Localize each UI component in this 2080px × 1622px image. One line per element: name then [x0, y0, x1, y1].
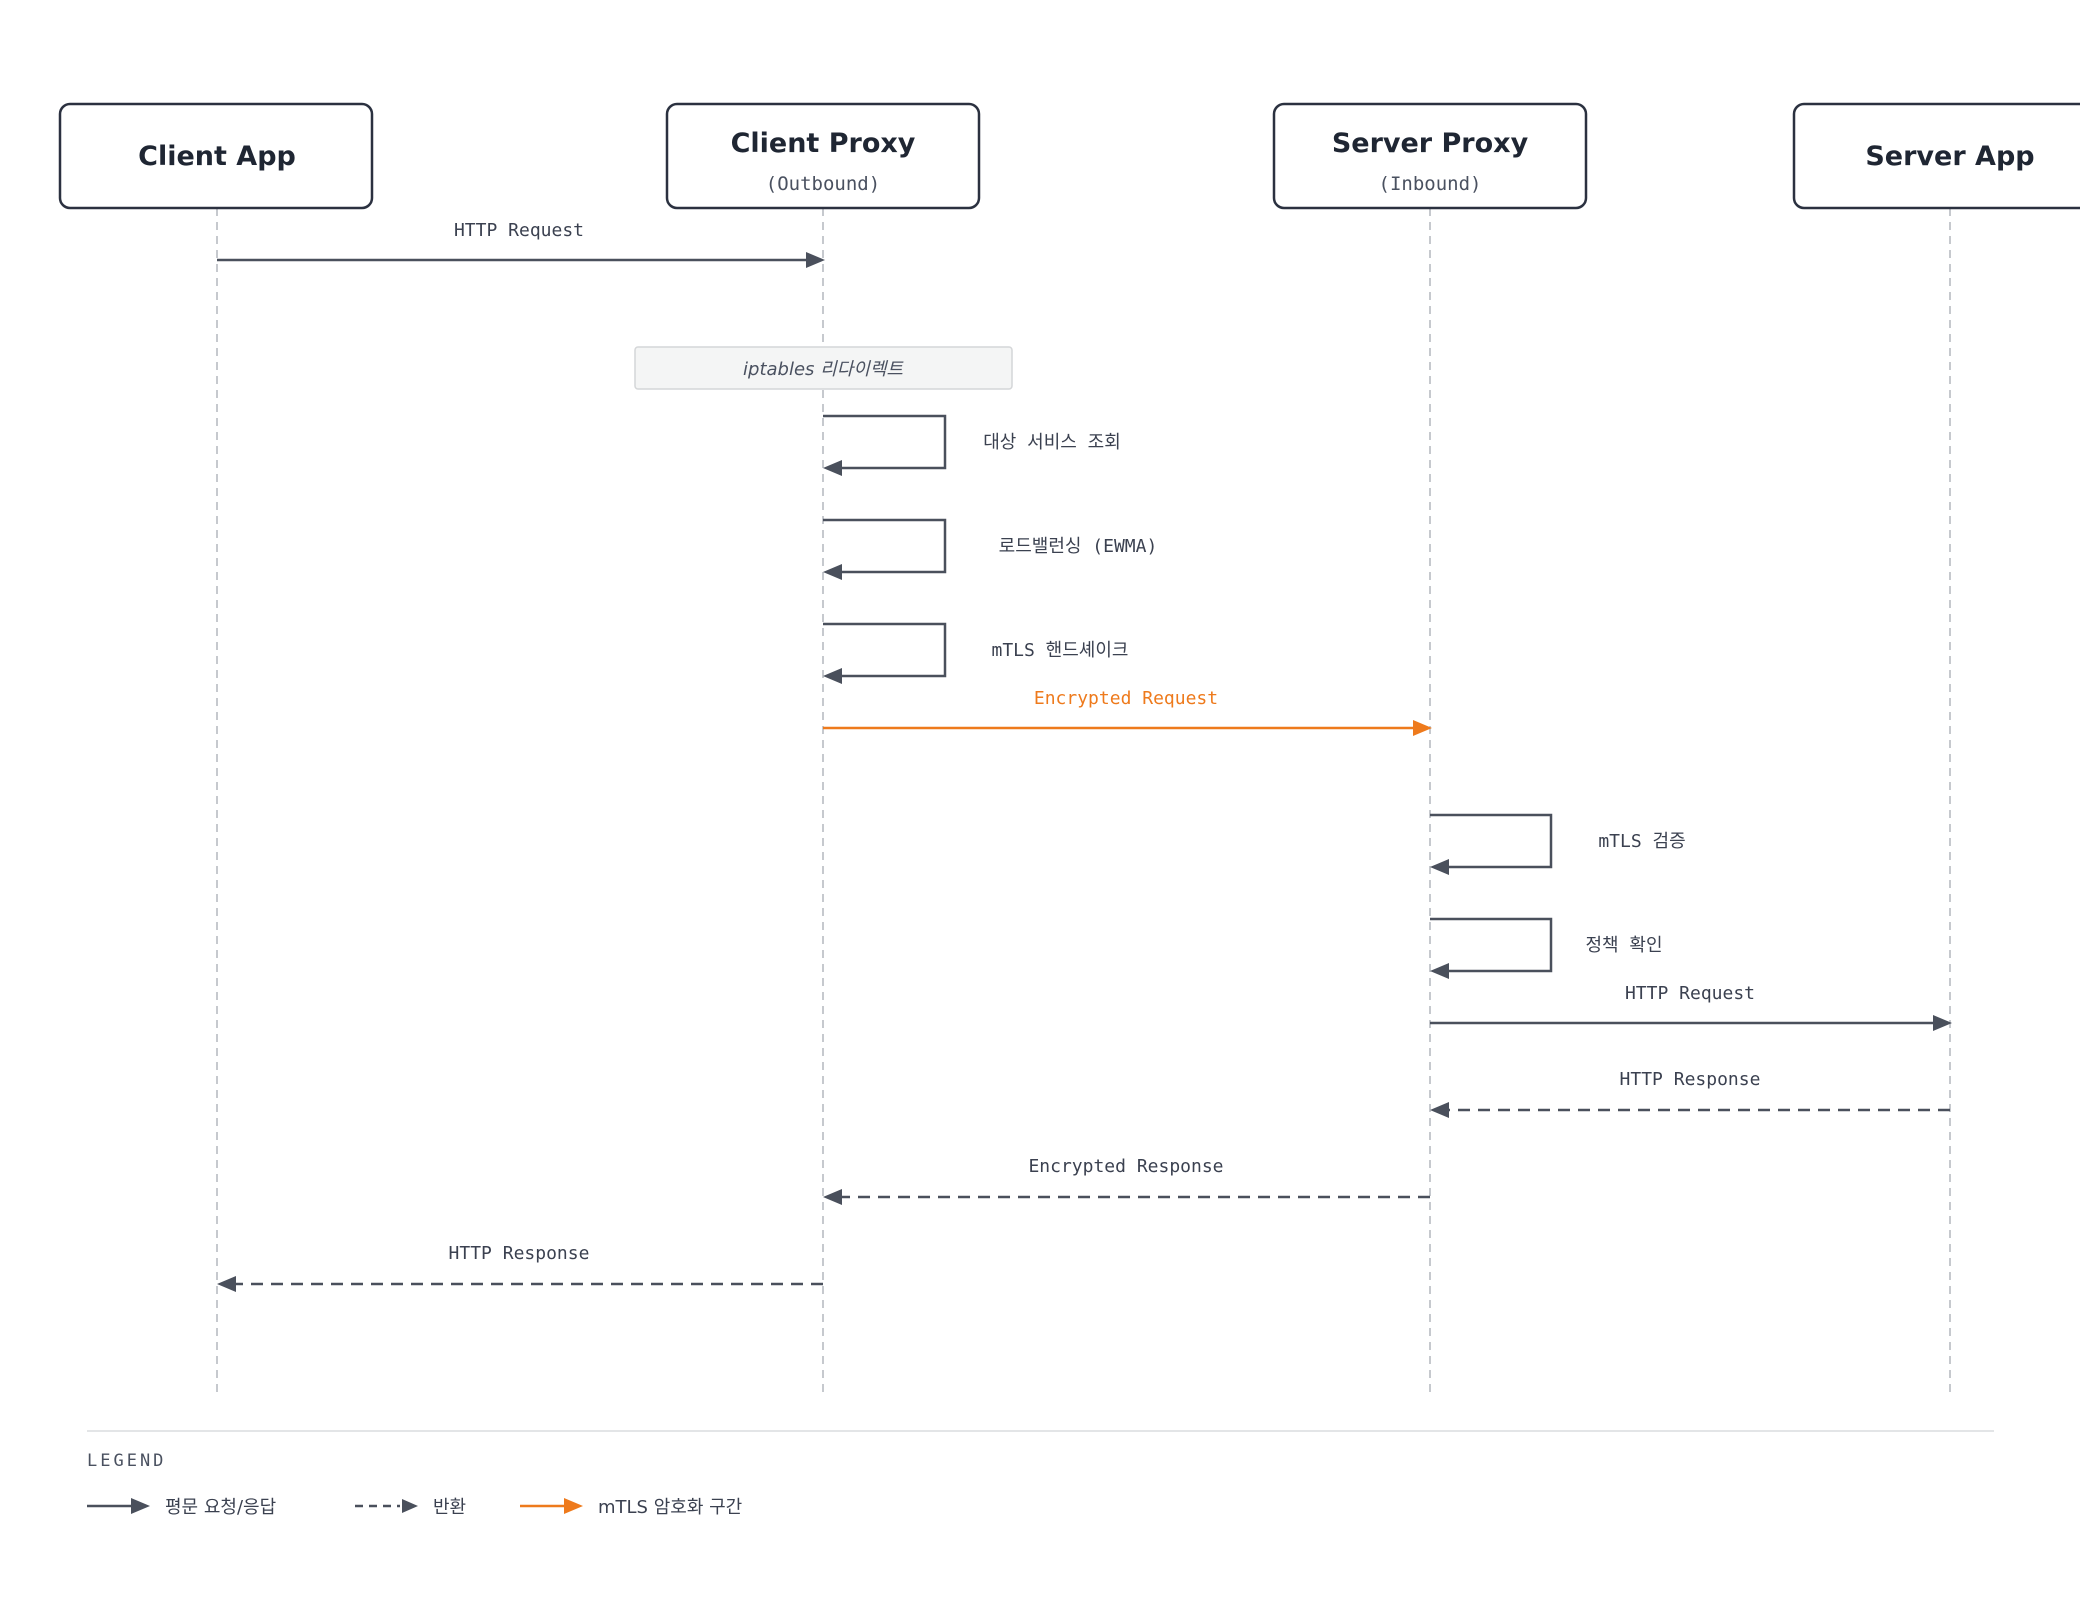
- note-iptables: iptables 리다이렉트: [634, 346, 1013, 390]
- self-message-mtls-handshake: mTLS 핸드셰이크: [823, 622, 1129, 684]
- self-loop-line: [823, 518, 947, 574]
- message-label: HTTP Response: [449, 1243, 590, 1264]
- legend-item-encrypted: mTLS 암호화 구간: [520, 1497, 742, 1518]
- message-label: HTTP Request: [454, 220, 584, 241]
- message-encrypted-request: Encrypted Request: [823, 688, 1432, 736]
- participant-subtitle: (Outbound): [766, 173, 880, 195]
- participant-server-proxy: Server Proxy (Inbound): [1272, 102, 1588, 210]
- legend-item-plain: 평문 요청/응답: [87, 1497, 276, 1518]
- participant-name: Client App: [138, 141, 296, 172]
- arrow-head: [1430, 963, 1449, 979]
- message-encrypted-response: Encrypted Response: [823, 1156, 1430, 1205]
- self-message-mtls-verify: mTLS 검증: [1430, 813, 1686, 875]
- message-label: Encrypted Response: [1028, 1156, 1223, 1177]
- legend: LEGEND 평문 요청/응답 반환 mTLS 암호화 구간: [87, 1451, 742, 1518]
- message-http-response-server: HTTP Response: [1430, 1069, 1950, 1118]
- message-label: HTTP Response: [1620, 1069, 1761, 1090]
- arrow-head: [823, 460, 842, 476]
- arrow-head: [1413, 720, 1432, 736]
- self-loop-line: [1430, 917, 1553, 973]
- self-message-policy-check: 정책 확인: [1430, 917, 1663, 979]
- participant-name: Client Proxy: [731, 128, 916, 159]
- message-label: HTTP Request: [1625, 983, 1755, 1004]
- self-loop-line: [1430, 813, 1553, 869]
- message-label: mTLS 핸드셰이크: [992, 640, 1129, 661]
- message-label: mTLS 검증: [1598, 831, 1685, 852]
- arrow-head: [823, 668, 842, 684]
- self-loop-line: [823, 622, 947, 678]
- legend-item-return: 반환: [355, 1497, 466, 1518]
- arrow-head: [1933, 1015, 1952, 1031]
- legend-title: LEGEND: [87, 1451, 166, 1471]
- self-message-load-balancing: 로드밸런싱 (EWMA): [823, 518, 1158, 580]
- note-text: iptables 리다이렉트: [743, 359, 904, 380]
- arrow-head: [217, 1276, 236, 1292]
- legend-label: mTLS 암호화 구간: [598, 1497, 742, 1518]
- message-label: Encrypted Request: [1034, 688, 1218, 709]
- legend-label: 반환: [433, 1497, 466, 1518]
- participant-name: Server App: [1865, 141, 2034, 172]
- self-loop-line: [823, 414, 947, 470]
- arrow-head: [131, 1498, 150, 1514]
- arrow-head: [823, 1189, 842, 1205]
- message-label: 대상 서비스 조회: [983, 432, 1121, 453]
- participant-client-app: Client App: [58, 102, 374, 210]
- participant-subtitle: (Inbound): [1379, 173, 1482, 195]
- message-http-request-server: HTTP Request: [1430, 983, 1952, 1031]
- arrow-head: [823, 564, 842, 580]
- arrow-head: [1430, 859, 1449, 875]
- message-label: 로드밸런싱 (EWMA): [999, 536, 1158, 557]
- arrow-head: [1430, 1102, 1449, 1118]
- self-message-service-lookup: 대상 서비스 조회: [823, 414, 1121, 476]
- message-http-request-client: HTTP Request: [217, 220, 825, 268]
- arrow-head: [806, 252, 825, 268]
- participant-name: Server Proxy: [1332, 128, 1529, 159]
- message-label: 정책 확인: [1585, 935, 1662, 956]
- participant-client-proxy: Client Proxy (Outbound): [665, 102, 981, 210]
- legend-label: 평문 요청/응답: [165, 1497, 276, 1518]
- arrow-head: [564, 1498, 583, 1514]
- arrow-head: [402, 1499, 418, 1513]
- participant-server-app: Server App: [1792, 102, 2080, 210]
- message-http-response-client: HTTP Response: [217, 1243, 823, 1292]
